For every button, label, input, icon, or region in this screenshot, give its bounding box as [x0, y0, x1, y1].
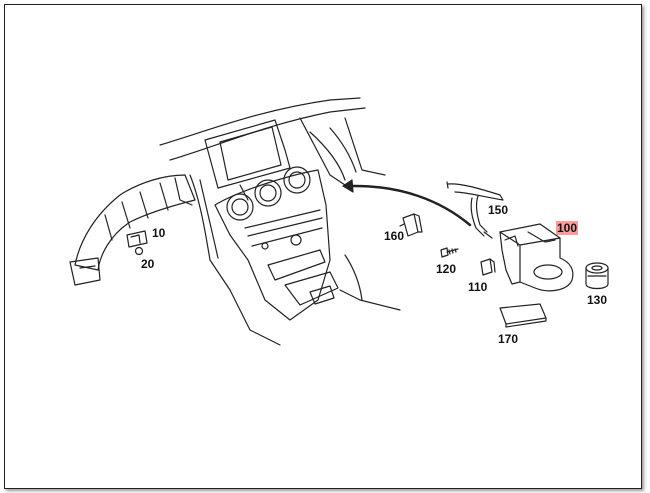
callout-10[interactable]: 10: [152, 226, 166, 240]
diagram-frame: [4, 4, 642, 489]
holder-part-100: [499, 223, 574, 292]
bracket-part-160: [399, 213, 423, 237]
callout-120[interactable]: 120: [436, 262, 457, 276]
callout-110[interactable]: 110: [468, 280, 488, 294]
nut-part-20: [134, 246, 144, 256]
callout-160[interactable]: 160: [384, 229, 405, 243]
callout-170[interactable]: 170: [498, 332, 519, 346]
callout-20[interactable]: 20: [141, 257, 155, 271]
pad-part-170: [499, 303, 547, 328]
cable-part-150: [446, 181, 504, 239]
dashboard-outline: [159, 97, 401, 346]
callout-100[interactable]: 100: [556, 221, 579, 235]
location-arrow: [342, 179, 472, 227]
clip-part-10: [126, 230, 148, 248]
screw-part-120: [440, 247, 459, 258]
callout-130[interactable]: 130: [587, 293, 608, 307]
connector-part-110: [480, 258, 496, 276]
callout-150[interactable]: 150: [488, 203, 509, 217]
cup-part-130: [585, 262, 609, 290]
air-duct: [69, 174, 196, 286]
center-console: [214, 166, 339, 321]
display-screen: [204, 119, 291, 201]
